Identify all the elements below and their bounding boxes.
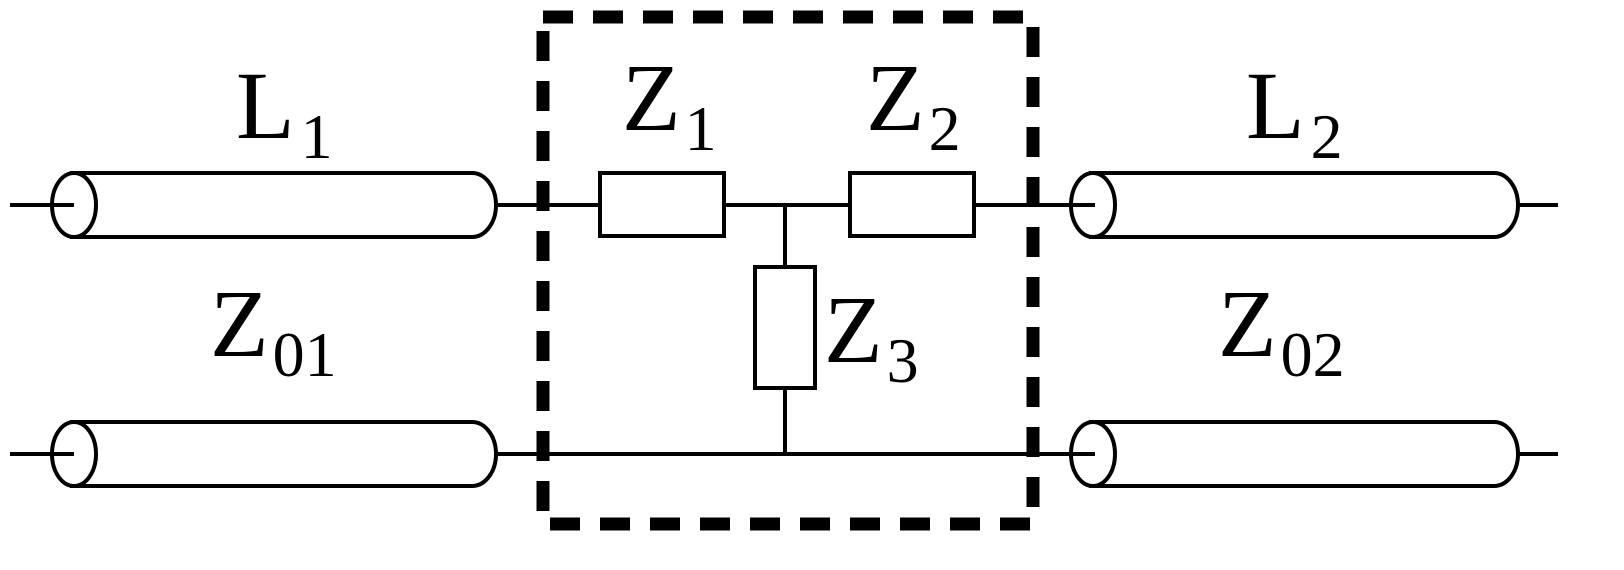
label-z02: Z02 (1218, 270, 1345, 390)
cable-z02 (1069, 420, 1520, 488)
impedance-z3 (753, 265, 817, 390)
label-z2: Z2 (866, 44, 961, 164)
cable-z01 (50, 420, 498, 488)
label-z3: Z3 (824, 276, 919, 396)
impedance-z1 (598, 171, 726, 238)
cable-l1 (50, 171, 498, 239)
label-z01: Z01 (210, 270, 337, 390)
impedance-z2 (848, 171, 976, 238)
label-l1: L1 (236, 52, 333, 172)
label-l2: L2 (1246, 52, 1343, 172)
label-z1: Z1 (622, 44, 717, 164)
cable-l2 (1069, 171, 1520, 239)
